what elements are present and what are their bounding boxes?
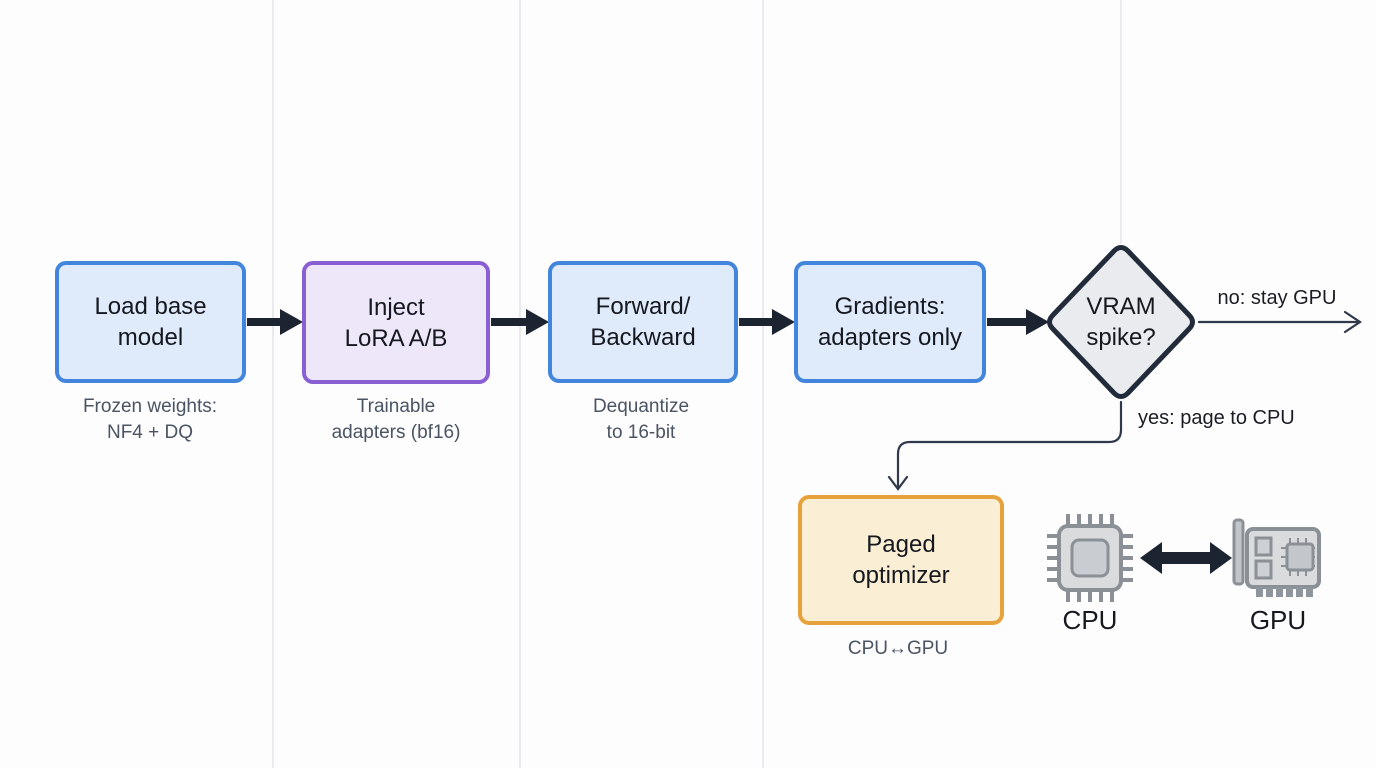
gpu-label: GPU xyxy=(1249,605,1307,635)
decision-diamond xyxy=(1047,245,1195,399)
node-paged-optimizer: Paged optimizer xyxy=(798,495,1004,625)
node-label: Paged optimizer xyxy=(852,531,950,589)
no-branch-arrow-icon xyxy=(1197,310,1362,334)
gpu-card-icon xyxy=(1232,518,1321,597)
column-divider xyxy=(519,0,521,768)
cpu-gpu-double-arrow-icon xyxy=(1140,542,1232,574)
no-branch-label: no: stay GPU xyxy=(1217,287,1337,309)
cpu-label: CPU xyxy=(1062,605,1118,635)
caption-load-base-model: Frozen weights: NF4 + DQ xyxy=(82,396,218,443)
column-divider xyxy=(762,0,764,768)
caption-inject-lora: Trainable adapters (bf16) xyxy=(331,396,461,443)
flow-arrow-icon xyxy=(247,309,303,335)
node-inject-lora: Inject LoRA A/B xyxy=(302,261,490,384)
caption-paged-optimizer: CPU↔GPU xyxy=(847,638,949,659)
flow-arrow-icon xyxy=(491,309,549,335)
node-label: Load base model xyxy=(94,293,207,351)
cpu-chip-icon xyxy=(1047,514,1133,602)
yes-branch-arrow-icon xyxy=(887,400,1123,491)
flow-arrow-icon xyxy=(739,309,795,335)
column-divider xyxy=(1120,0,1122,244)
node-label: Inject LoRA A/B xyxy=(344,293,448,352)
node-forward-backward: Forward/ Backward xyxy=(548,261,738,383)
node-load-base-model: Load base model xyxy=(55,261,246,383)
decision-label: VRAM spike? xyxy=(1086,293,1156,351)
flow-arrow-icon xyxy=(987,309,1049,335)
node-gradients-adapters: Gradients: adapters only xyxy=(794,261,986,383)
node-label: Gradients: adapters only xyxy=(817,293,963,351)
node-label: Forward/ Backward xyxy=(590,293,696,351)
caption-forward-backward: Dequantize to 16-bit xyxy=(592,396,690,443)
yes-branch-label: yes: page to CPU xyxy=(1138,407,1295,429)
column-divider xyxy=(272,0,274,768)
